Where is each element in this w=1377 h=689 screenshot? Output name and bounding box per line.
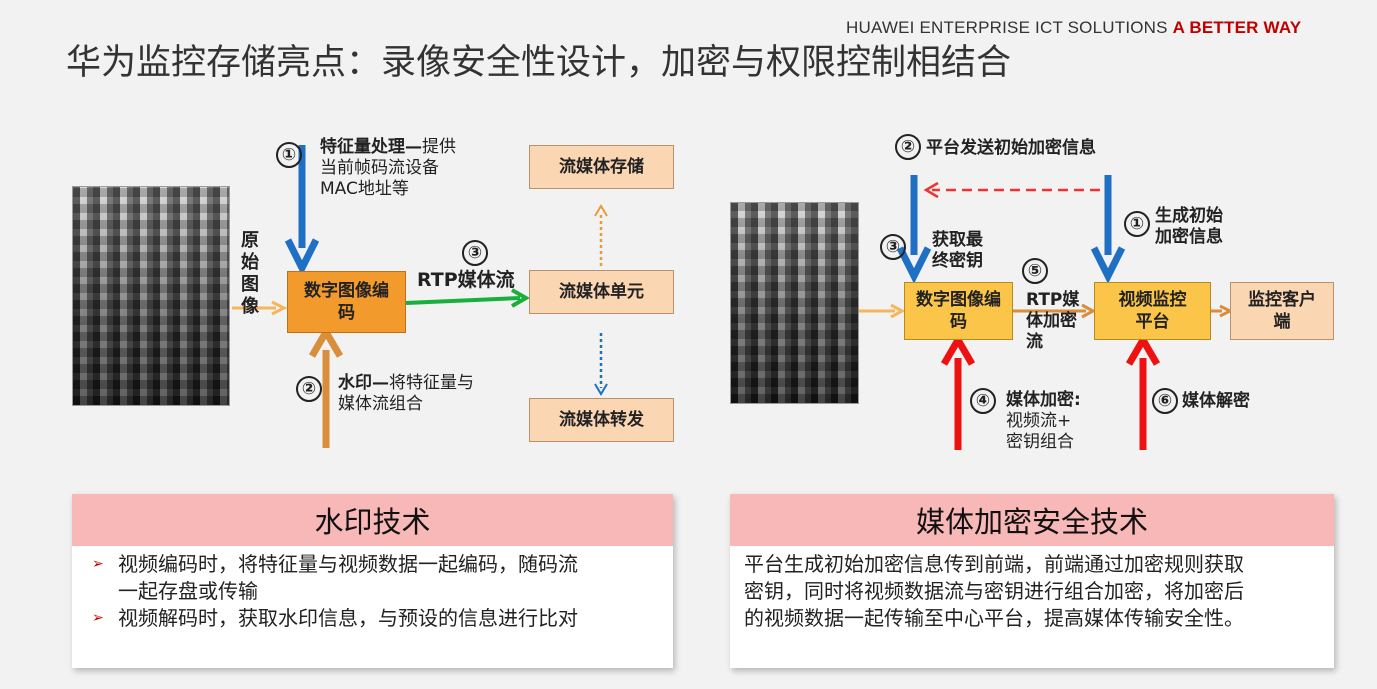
watermark-bullet-1-line2: 一起存盘或传输 — [118, 579, 258, 603]
watermark-panel-title: 水印技术 — [72, 494, 673, 546]
left-step2-number: ② — [296, 376, 322, 402]
brand-main: HUAWEI ENTERPRISE ICT SOLUTIONS — [846, 18, 1168, 37]
right-step5-number: ⑤ — [1022, 258, 1048, 284]
encryption-line-2: 密钥，同时将视频数据流与密钥进行组合加密，将加密后 — [744, 579, 1244, 603]
left-step1-text: 特征量处理—提供 当前帧码流设备 MAC地址等 — [320, 137, 456, 200]
monitor-client-box: 监控客户端 — [1230, 282, 1334, 340]
left-step1-text1: 提供 — [422, 137, 456, 157]
watermark-bullet-2-line1: 视频解码时，获取水印信息，与预设的信息进行比对 — [118, 606, 578, 630]
left-rtp-arrow — [405, 288, 531, 308]
right-step4-text2: 密钥组合 — [1006, 432, 1074, 452]
left-step1-text3: MAC地址等 — [320, 179, 409, 199]
brand-accent: A BETTER WAY — [1172, 18, 1302, 37]
left-forward-arrow — [594, 333, 608, 396]
right-step4-text1: 视频流+ — [1006, 411, 1072, 431]
right-step4-bold: 媒体加密: — [1006, 390, 1081, 410]
left-step2-bold: 水印— — [338, 373, 389, 393]
right-step5-text2: 体加密 — [1026, 311, 1077, 331]
page-title: 华为监控存储亮点：录像安全性设计，加密与权限控制相结合 — [66, 43, 1012, 83]
brand-tagline: HUAWEI ENTERPRISE ICT SOLUTIONS A BETTER… — [846, 18, 1301, 38]
right-step1-text2: 加密信息 — [1155, 227, 1223, 247]
source-image-left — [72, 186, 230, 406]
left-step2-text2: 媒体流组合 — [338, 394, 423, 414]
right-step2-text: 平台发送初始加密信息 — [926, 138, 1096, 158]
left-step2-text: 水印—将特征量与 媒体流组合 — [338, 373, 474, 415]
right-step5-text1: RTP媒 — [1026, 290, 1080, 310]
right-step1-arrow — [1090, 175, 1126, 284]
monitor-platform-label: 视频监控平台 — [1118, 290, 1187, 332]
right-step3-text2: 终密钥 — [932, 251, 983, 271]
encryption-line-3: 的视频数据一起传输至中心平台，提高媒体传输安全性。 — [744, 606, 1244, 630]
bullet-arrow-icon: ➢ — [92, 556, 104, 572]
watermark-panel: 水印技术 ➢ 视频编码时，将特征量与视频数据一起编码，随码流 一起存盘或传输 ➢… — [72, 494, 673, 668]
right-step1-text1: 生成初始 — [1155, 206, 1223, 226]
encryption-panel: 媒体加密安全技术 平台生成初始加密信息传到前端，前端通过加密规则获取 密钥，同时… — [730, 494, 1334, 668]
streaming-unit-box: 流媒体单元 — [529, 270, 674, 314]
right-encoder-box: 数字图像编码 — [904, 282, 1013, 340]
right-step2-number: ② — [895, 134, 921, 160]
monitor-platform-box: 视频监控平台 — [1094, 282, 1211, 340]
input-label: 原始图像 — [241, 230, 259, 317]
left-step1-text2: 当前帧码流设备 — [320, 158, 439, 178]
right-step1-number: ① — [1124, 211, 1150, 237]
left-rtp-label: RTP媒体流 — [417, 269, 515, 291]
right-input-arrow — [857, 303, 906, 319]
right-step4-number: ④ — [970, 388, 996, 414]
right-step5-text: RTP媒 体加密 流 — [1026, 290, 1079, 353]
bullet-arrow-icon: ➢ — [92, 610, 104, 626]
left-step3-number: ③ — [462, 240, 488, 266]
right-step3-text1: 获取最 — [932, 230, 983, 250]
right-step2-arrow — [923, 181, 1100, 199]
left-storage-arrow — [594, 204, 608, 266]
left-step1-number: ① — [276, 142, 302, 168]
watermark-bullet-2: ➢ 视频解码时，获取水印信息，与预设的信息进行比对 — [72, 605, 673, 632]
encryption-line-1: 平台生成初始加密信息传到前端，前端通过加密规则获取 — [744, 552, 1244, 576]
right-step5-arrow — [1013, 303, 1097, 319]
left-step1-arrow — [284, 145, 320, 276]
right-step3-text: 获取最 终密钥 — [932, 230, 983, 272]
right-step3-arrow — [896, 175, 932, 284]
watermark-bullet-1: ➢ 视频编码时，将特征量与视频数据一起编码，随码流 一起存盘或传输 — [72, 551, 673, 605]
right-step4-arrow — [940, 333, 976, 450]
watermark-bullet-1-line1: 视频编码时，将特征量与视频数据一起编码，随码流 — [118, 552, 578, 576]
right-step5-text3: 流 — [1026, 332, 1043, 352]
left-encoder-label: 数字图像编码 — [304, 281, 389, 323]
watermark-bullet-list: ➢ 视频编码时，将特征量与视频数据一起编码，随码流 一起存盘或传输 ➢ 视频解码… — [72, 551, 673, 632]
left-encoder-box: 数字图像编码 — [287, 271, 406, 333]
left-step1-bold: 特征量处理— — [320, 137, 422, 157]
left-step2-text1: 将特征量与 — [389, 373, 474, 393]
right-step3-number: ③ — [880, 234, 906, 260]
right-step6-text: 媒体解密 — [1182, 391, 1250, 411]
right-encoder-label: 数字图像编码 — [916, 290, 1001, 332]
monitor-client-label: 监控客户端 — [1248, 290, 1316, 332]
right-step1-text: 生成初始 加密信息 — [1155, 206, 1223, 248]
right-step6-arrow — [1125, 333, 1161, 450]
streaming-storage-box: 流媒体存储 — [529, 145, 674, 189]
right-step6-number: ⑥ — [1152, 388, 1178, 414]
right-client-arrow — [1211, 304, 1234, 318]
encryption-panel-title: 媒体加密安全技术 — [730, 494, 1334, 546]
source-image-right — [730, 202, 859, 404]
encryption-description: 平台生成初始加密信息传到前端，前端通过加密规则获取 密钥，同时将视频数据流与密钥… — [730, 551, 1334, 632]
right-step4-text: 媒体加密: 视频流+ 密钥组合 — [1006, 390, 1081, 453]
left-input-arrow — [232, 300, 288, 316]
streaming-forward-box: 流媒体转发 — [529, 398, 674, 442]
